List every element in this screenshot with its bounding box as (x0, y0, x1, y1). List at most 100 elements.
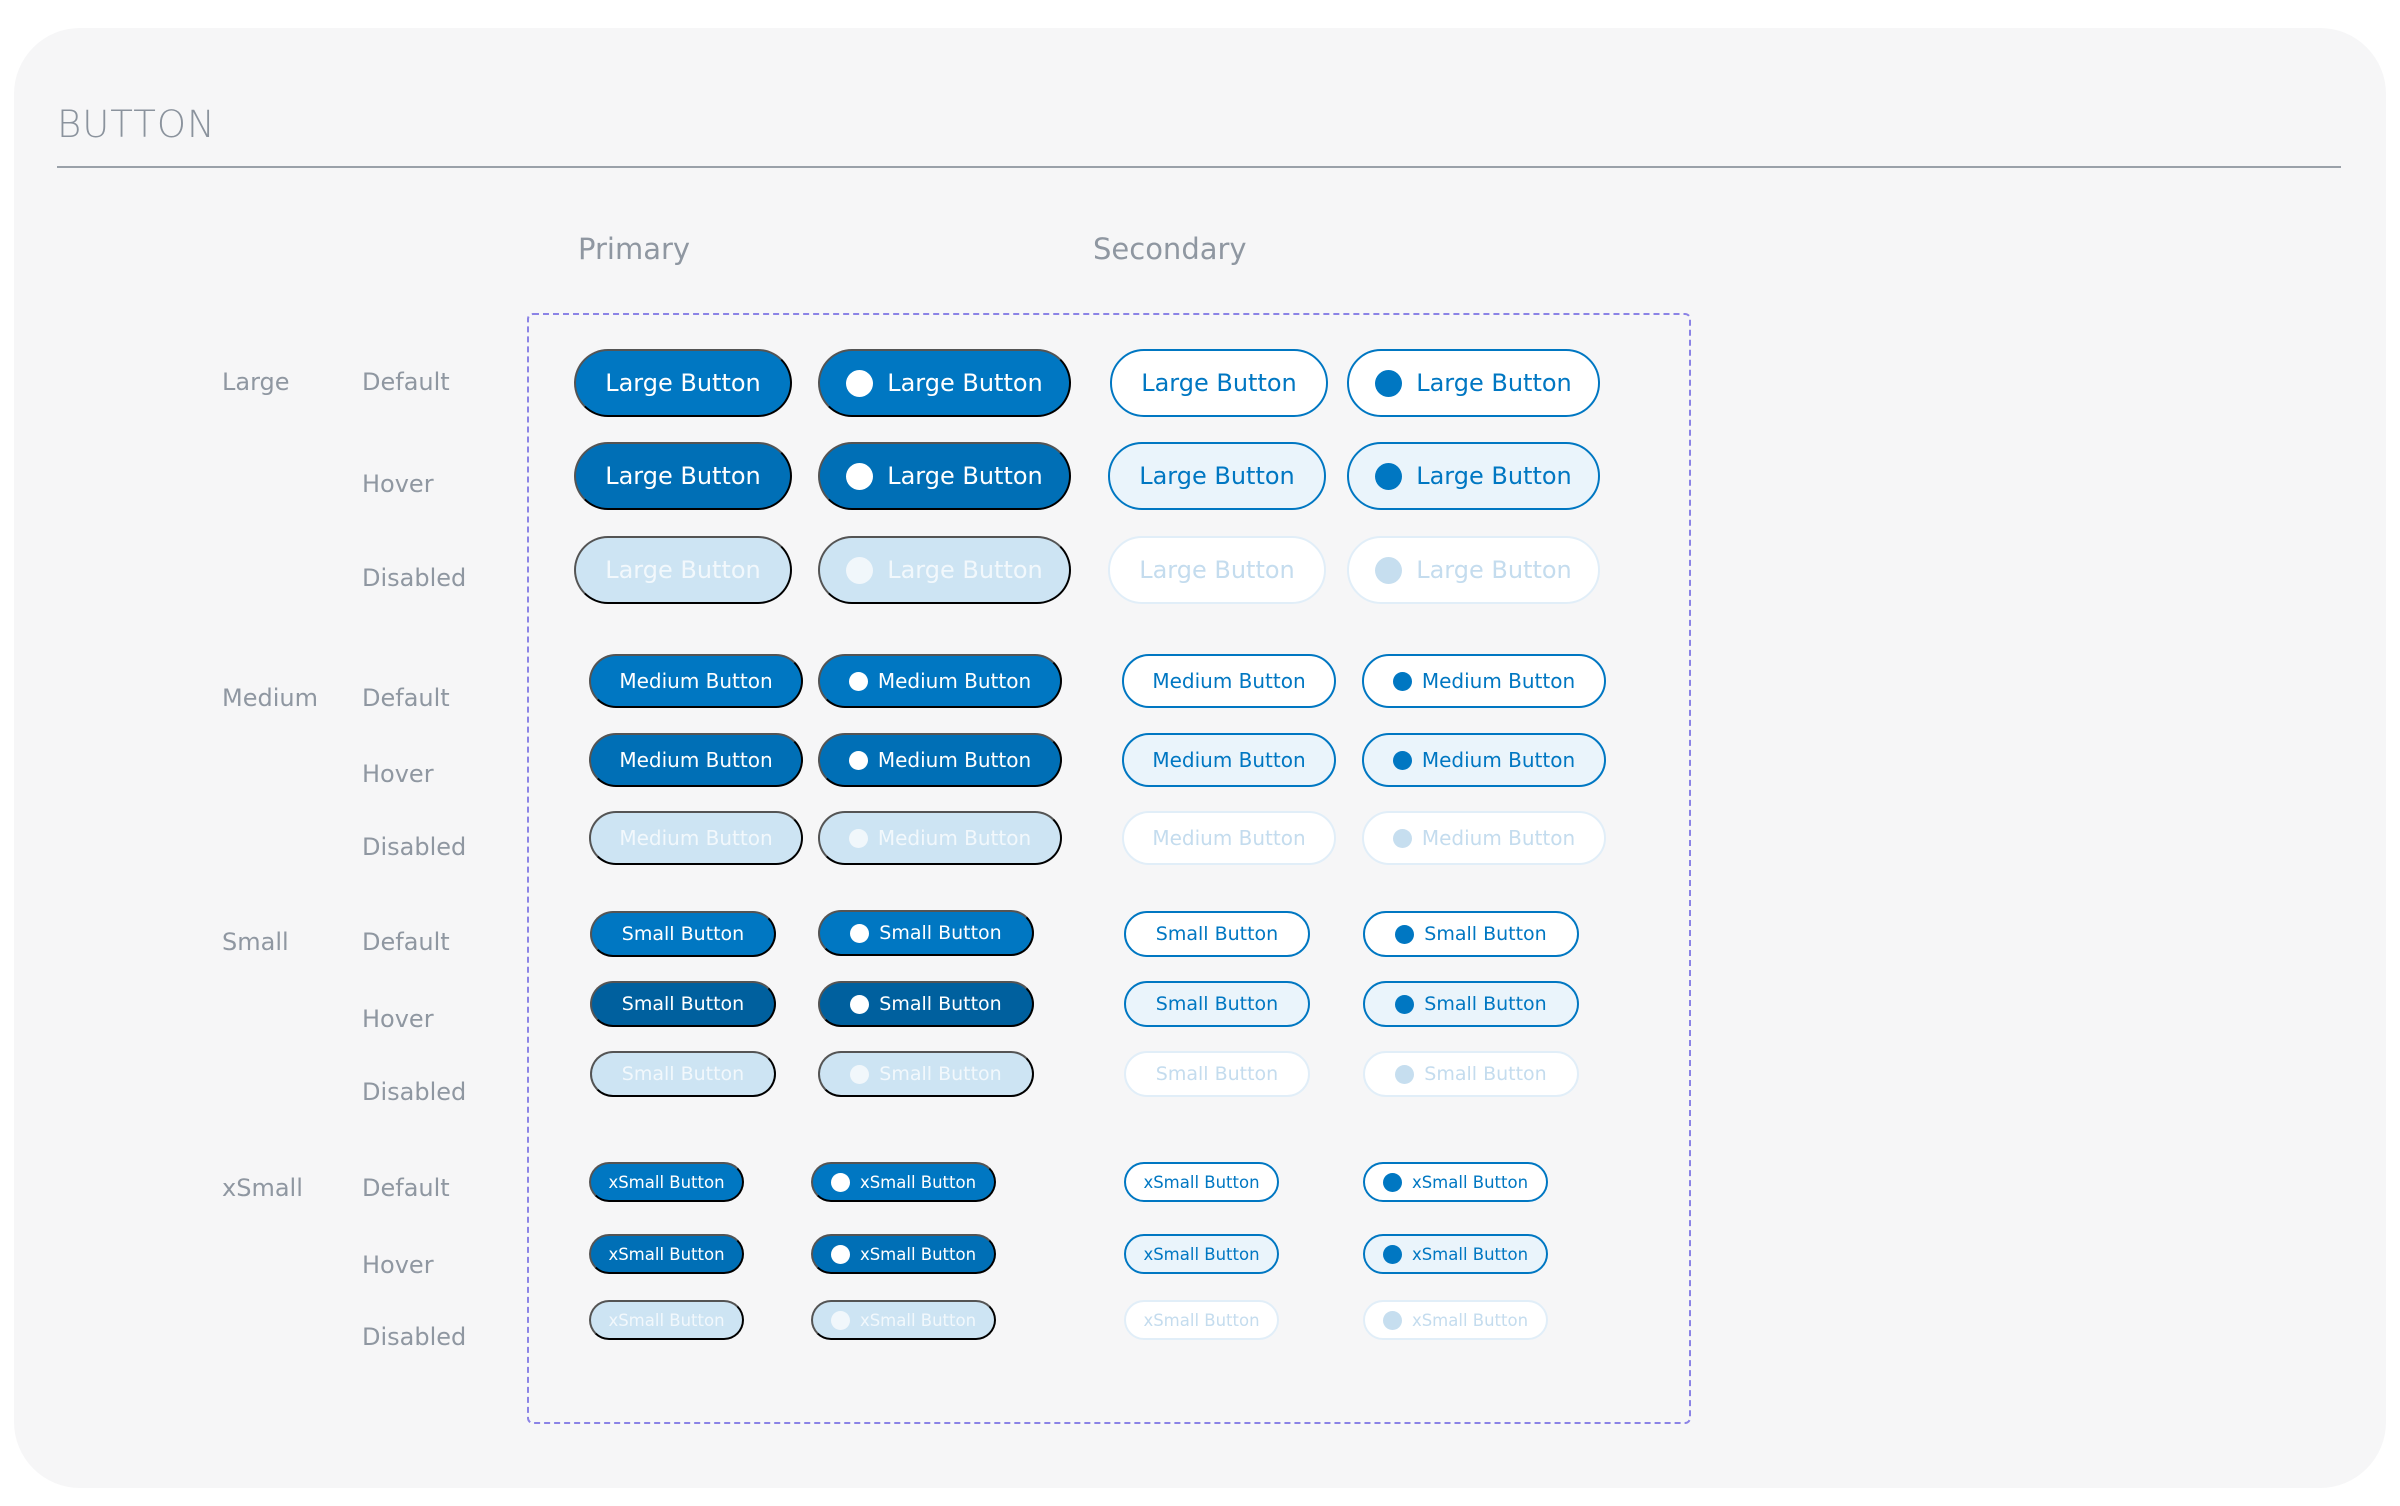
medium-secondary-default-button[interactable]: Medium Button (1122, 654, 1336, 708)
xsmall-primary-icon-hover-button[interactable]: xSmall Button (811, 1234, 996, 1274)
medium-secondary-icon-disabled-button[interactable]: Medium Button (1362, 811, 1606, 865)
large-secondary-disabled-button[interactable]: Large Button (1108, 536, 1326, 604)
xsmall-primary-hover-button[interactable]: xSmall Button (589, 1234, 744, 1274)
circle-icon (850, 1064, 870, 1084)
medium-primary-default-button[interactable]: Medium Button (589, 654, 803, 708)
page-title: BUTTON (57, 103, 216, 146)
small-primary-icon-default-button[interactable]: Small Button (818, 910, 1034, 956)
large-secondary-icon-default-button[interactable]: Large Button (1347, 349, 1600, 417)
small-secondary-icon-hover-button[interactable]: Small Button (1363, 981, 1579, 1027)
medium-primary-icon-default-button[interactable]: Medium Button (818, 654, 1062, 708)
button-label: Small Button (621, 993, 745, 1015)
circle-icon (1395, 1064, 1415, 1084)
small-secondary-disabled-button[interactable]: Small Button (1124, 1051, 1310, 1097)
circle-icon (1382, 1244, 1402, 1264)
button-label: Large Button (887, 369, 1043, 397)
button-label: Small Button (1424, 923, 1547, 945)
small-primary-default-button[interactable]: Small Button (590, 911, 776, 957)
button-label: Large Button (887, 462, 1043, 490)
circle-icon (846, 462, 874, 490)
button-label: Large Button (1416, 556, 1572, 584)
medium-secondary-icon-default-button[interactable]: Medium Button (1362, 654, 1606, 708)
small-primary-icon-hover-button[interactable]: Small Button (818, 981, 1034, 1027)
column-header-secondary: Secondary (1093, 232, 1247, 266)
button-label: xSmall Button (859, 1172, 977, 1192)
circle-icon (850, 994, 870, 1014)
state-label-small-hover: Hover (362, 1005, 434, 1033)
medium-secondary-disabled-button[interactable]: Medium Button (1122, 811, 1336, 865)
button-label: Medium Button (1421, 748, 1576, 772)
size-label-medium: Medium (222, 684, 318, 712)
circle-icon (850, 923, 870, 943)
state-label-large-default: Default (362, 368, 450, 396)
large-secondary-icon-disabled-button[interactable]: Large Button (1347, 536, 1600, 604)
button-label: Small Button (1155, 1063, 1279, 1085)
button-label: Small Button (1424, 993, 1547, 1015)
large-secondary-icon-hover-button[interactable]: Large Button (1347, 442, 1600, 510)
large-secondary-hover-button[interactable]: Large Button (1108, 442, 1326, 510)
small-secondary-default-button[interactable]: Small Button (1124, 911, 1310, 957)
state-label-xsmall-hover: Hover (362, 1251, 434, 1279)
xsmall-secondary-default-button[interactable]: xSmall Button (1124, 1162, 1279, 1202)
button-label: Small Button (621, 923, 745, 945)
button-label: xSmall Button (608, 1172, 725, 1192)
button-label: xSmall Button (608, 1244, 725, 1264)
small-secondary-icon-disabled-button[interactable]: Small Button (1363, 1051, 1579, 1097)
medium-primary-hover-button[interactable]: Medium Button (589, 733, 803, 787)
medium-primary-icon-hover-button[interactable]: Medium Button (818, 733, 1062, 787)
xsmall-primary-disabled-button[interactable]: xSmall Button (589, 1300, 744, 1340)
button-label: xSmall Button (608, 1310, 725, 1330)
large-primary-icon-disabled-button[interactable]: Large Button (818, 536, 1071, 604)
button-label: xSmall Button (1411, 1244, 1529, 1264)
size-label-xsmall: xSmall (222, 1174, 303, 1202)
button-label: Small Button (1155, 923, 1279, 945)
small-secondary-icon-default-button[interactable]: Small Button (1363, 911, 1579, 957)
xsmall-secondary-disabled-button[interactable]: xSmall Button (1124, 1300, 1279, 1340)
xsmall-primary-default-button[interactable]: xSmall Button (589, 1162, 744, 1202)
large-secondary-default-button[interactable]: Large Button (1110, 349, 1328, 417)
medium-secondary-hover-button[interactable]: Medium Button (1122, 733, 1336, 787)
state-label-small-default: Default (362, 928, 450, 956)
xsmall-secondary-icon-default-button[interactable]: xSmall Button (1363, 1162, 1548, 1202)
button-label: Small Button (879, 922, 1002, 944)
circle-icon (848, 828, 868, 848)
xsmall-primary-icon-disabled-button[interactable]: xSmall Button (811, 1300, 996, 1340)
button-label: Medium Button (1152, 669, 1306, 693)
circle-icon (1392, 750, 1412, 770)
button-label: Large Button (605, 369, 761, 397)
button-label: Small Button (879, 993, 1002, 1015)
large-primary-default-button[interactable]: Large Button (574, 349, 792, 417)
circle-icon (848, 671, 868, 691)
xsmall-secondary-icon-hover-button[interactable]: xSmall Button (1363, 1234, 1548, 1274)
circle-icon (830, 1244, 850, 1264)
small-primary-icon-disabled-button[interactable]: Small Button (818, 1051, 1034, 1097)
button-label: Medium Button (619, 748, 773, 772)
large-primary-icon-hover-button[interactable]: Large Button (818, 442, 1071, 510)
title-divider (57, 166, 2341, 168)
size-label-small: Small (222, 928, 289, 956)
large-primary-disabled-button[interactable]: Large Button (574, 536, 792, 604)
button-label: Medium Button (619, 669, 773, 693)
medium-primary-disabled-button[interactable]: Medium Button (589, 811, 803, 865)
medium-primary-icon-disabled-button[interactable]: Medium Button (818, 811, 1062, 865)
xsmall-primary-icon-default-button[interactable]: xSmall Button (811, 1162, 996, 1202)
size-label-large: Large (222, 368, 290, 396)
button-label: Small Button (621, 1063, 745, 1085)
circle-icon (846, 556, 874, 584)
large-primary-icon-default-button[interactable]: Large Button (818, 349, 1071, 417)
button-label: xSmall Button (1411, 1172, 1529, 1192)
circle-icon (1375, 462, 1403, 490)
xsmall-secondary-icon-disabled-button[interactable]: xSmall Button (1363, 1300, 1548, 1340)
state-label-large-hover: Hover (362, 470, 434, 498)
xsmall-secondary-hover-button[interactable]: xSmall Button (1124, 1234, 1279, 1274)
button-label: xSmall Button (1143, 1310, 1260, 1330)
state-label-xsmall-default: Default (362, 1174, 450, 1202)
circle-icon (830, 1172, 850, 1192)
button-label: Medium Button (1152, 748, 1306, 772)
small-secondary-hover-button[interactable]: Small Button (1124, 981, 1310, 1027)
large-primary-hover-button[interactable]: Large Button (574, 442, 792, 510)
small-primary-disabled-button[interactable]: Small Button (590, 1051, 776, 1097)
small-primary-hover-button[interactable]: Small Button (590, 981, 776, 1027)
state-label-medium-default: Default (362, 684, 450, 712)
medium-secondary-icon-hover-button[interactable]: Medium Button (1362, 733, 1606, 787)
